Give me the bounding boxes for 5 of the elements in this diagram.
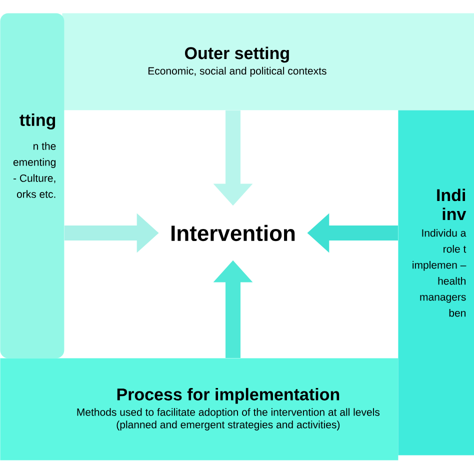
- side-panel: tting n the ementing - Culture, orks etc.: [0, 13, 64, 358]
- process-box: Process for implementation Methods used to facilitate adoption of the intervention at all levels (planned and emergent strategies and activities): [0, 358, 398, 460]
- side-panel: Indi inv Individu a role t implemen – health managers ben: [398, 110, 474, 456]
- setting-box: Outer setting Economic, social and political contexts: [62, 13, 474, 110]
- central-label: Intervention: [172, 224, 295, 242]
